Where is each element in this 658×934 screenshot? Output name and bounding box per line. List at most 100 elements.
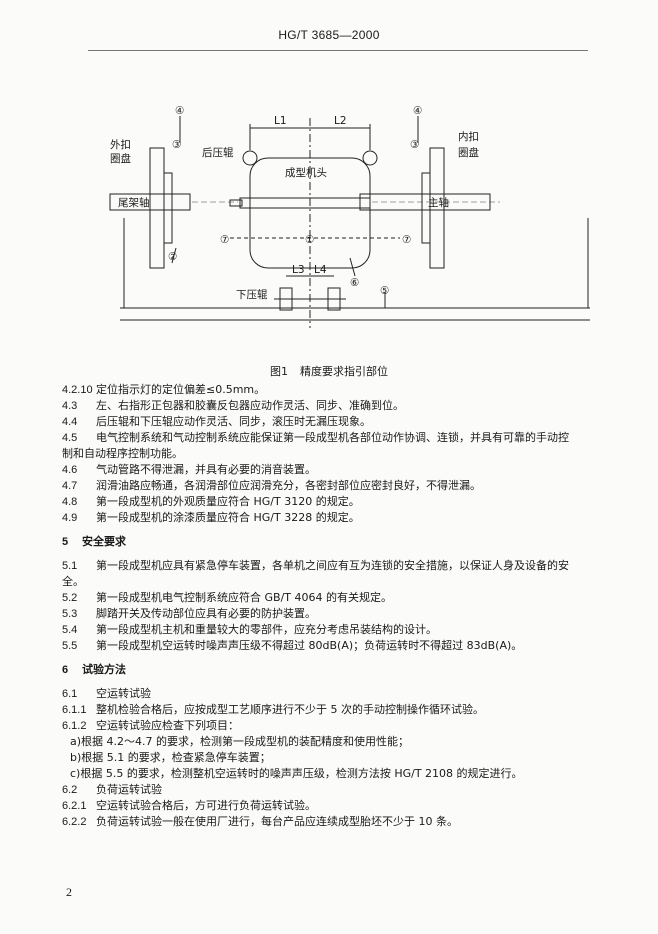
label-ref-3-left: ③ [172, 139, 181, 151]
clause-number: 4.7 [62, 480, 78, 492]
label-outer-disc-1: 外扣 [110, 138, 131, 151]
outer-disc-hub [163, 172, 173, 244]
clause-text: 气动管路不得泄漏，并具有必要的消音装置。 [96, 463, 316, 476]
clause-4-8: 4.8 第一段成型机的外观质量应符合 HG/T 3120 的规定。 [62, 494, 592, 510]
label-ref-7-right: ⑦ [402, 234, 411, 246]
clause-number: 4.9 [62, 512, 78, 524]
clause-number: 5.2 [62, 592, 78, 604]
clause-5-1-cont: 全。 [62, 575, 84, 588]
clause-4-6: 4.6 气动管路不得泄漏，并具有必要的消音装置。 [62, 462, 592, 478]
label-ref-4-right: ④ [413, 105, 422, 117]
label-forming-head: 成型机头 [285, 166, 327, 179]
label-inner-disc-1: 内扣 [458, 130, 479, 143]
clause-text: 整机检验合格后，应按成型工艺顺序进行不少于 5 次的手动控制操作循环试验。 [96, 703, 484, 716]
clause-text: 脚踏开关及传动部位应具有必要的防护装置。 [96, 607, 316, 620]
clause-4-5: 4.5 电气控制系统和气动控制系统应能保证第一段成型机各部位动作协调、连锁，并具有… [62, 430, 592, 446]
forming-spindle [239, 197, 371, 209]
clause-text: 负荷运转试验 [96, 783, 162, 796]
label-ref-4-left: ④ [175, 105, 184, 117]
clause-4-5-cont: 制和自动程序控制功能。 [62, 447, 183, 460]
label-L4: L4 [314, 264, 327, 276]
clause-5-4: 5.4 第一段成型机主机和重量较大的零部件，应充分考虑吊装结构的设计。 [62, 622, 592, 638]
clause-number: 4.5 [62, 432, 78, 444]
clause-6-2: 6.2 负荷运转试验 [62, 782, 592, 798]
spacer [62, 678, 592, 686]
clause-number: 6.1.1 [62, 704, 87, 716]
clause-number: 5.4 [62, 624, 78, 636]
label-rear-roller: 后压辊 [202, 146, 234, 159]
clause-text: 定位指示灯的定位偏差≤0.5mm。 [96, 383, 266, 396]
label-ref-2: ② [168, 251, 177, 263]
clause-text: 第一段成型机主机和重量较大的零部件，应充分考虑吊装结构的设计。 [96, 623, 437, 636]
clause-6-1-1: 6.1.1 整机检验合格后，应按成型工艺顺序进行不少于 5 次的手动控制操作循环试… [62, 702, 592, 718]
label-ref-1: ① [305, 234, 314, 246]
clause-text: 空运转试验应检查下列项目： [96, 719, 239, 732]
clause-text: 第一段成型机应具有紧急停车装置，各单机之间应有互为连锁的安全措施，以保证人身及设… [96, 559, 569, 572]
page-header: HG/T 3685—2000 [278, 28, 380, 42]
header-rule [88, 50, 588, 51]
clause-text: 第一段成型机的涂漆质量应符合 HG/T 3228 的规定。 [96, 511, 360, 524]
clause-5-1: 5.1 第一段成型机应具有紧急停车装置，各单机之间应有互为连锁的安全措施，以保证人… [62, 558, 592, 574]
list-item-b: b)根据 5.1 的要求，检查紧急停车装置； [70, 751, 271, 764]
clause-text: 润滑油路应畅通，各润滑部位应润滑充分，各密封部位应密封良好，不得泄漏。 [96, 479, 481, 492]
clause-number: 6.2 [62, 784, 78, 796]
clause-number: 6.2.2 [62, 816, 87, 828]
list-item-c: c)根据 5.5 的要求，检测整机空运转时的噪声声压级，检测方法按 HG/T 2… [70, 767, 523, 780]
spindle-tip [229, 199, 243, 207]
clause-6-1: 6.1 空运转试验 [62, 686, 592, 702]
leader-6 [349, 257, 356, 277]
label-main-shaft: 主轴 [428, 196, 449, 209]
label-L2: L2 [334, 115, 347, 127]
figure-caption-number: 图1 [270, 365, 288, 378]
label-L3: L3 [292, 264, 305, 276]
clause-number: 5.1 [62, 560, 78, 572]
clause-number: 4.6 [62, 464, 78, 476]
clause-number: 4.2.10 [62, 384, 93, 396]
clause-text: 负荷运转试验一般在使用厂进行，每台产品应连续成型胎坯不少于 10 条。 [96, 815, 458, 828]
section-title-text: 安全要求 [82, 535, 126, 548]
page-number: 2 [66, 885, 72, 899]
clause-text: 空运转试验合格后，方可进行负荷运转试验。 [96, 799, 316, 812]
figure-1-diagram: 外扣 圈盘 内扣 圈盘 后压辊 成型机头 尾架轴 主轴 下压辊 L1 L2 L3… [109, 105, 590, 328]
figure-caption: 图1 精度要求指引部位 [0, 363, 658, 379]
label-lower-roller: 下压辊 [236, 288, 268, 301]
clause-number: 6.1 [62, 688, 78, 700]
clause-text: 左、右指形正包器和胶囊反包器应动作灵活、同步、准确到位。 [96, 399, 404, 412]
clause-4-7: 4.7 润滑油路应畅通，各润滑部位应润滑充分，各密封部位应密封良好，不得泄漏。 [62, 478, 592, 494]
clause-4-4: 4.4 后压辊和下压辊应动作灵活、同步，滚压时无漏压现象。 [62, 414, 592, 430]
figure-caption-text: 精度要求指引部位 [300, 365, 388, 378]
label-ref-5: ⑤ [380, 285, 389, 297]
list-item-a: a)根据 4.2～4.7 的要求，检测第一段成型机的装配精度和使用性能； [70, 735, 410, 748]
rear-roller-right [362, 150, 378, 166]
clause-number: 6.1.2 [62, 720, 87, 732]
clause-number: 5.3 [62, 608, 78, 620]
inner-disc-hub [421, 172, 431, 244]
clause-5-3: 5.3 脚踏开关及传动部位应具有必要的防护装置。 [62, 606, 592, 622]
clause-number: 4.4 [62, 416, 78, 428]
clause-text: 空运转试验 [96, 687, 151, 700]
label-ref-3-right: ③ [410, 139, 419, 151]
clause-text: 后压辊和下压辊应动作灵活、同步，滚压时无漏压现象。 [96, 415, 371, 428]
clause-text: 电气控制系统和气动控制系统应能保证第一段成型机各部位动作协调、连锁，并具有可靠的… [96, 431, 569, 444]
main-shaft [359, 193, 491, 211]
spacer [62, 654, 592, 662]
spacer [62, 550, 592, 558]
clause-5-2: 5.2 第一段成型机电气控制系统应符合 GB/T 4064 的有关规定。 [62, 590, 592, 606]
label-ref-6: ⑥ [350, 277, 359, 289]
label-ref-7-left: ⑦ [220, 234, 229, 246]
clause-text: 第一段成型机的外观质量应符合 HG/T 3120 的规定。 [96, 495, 360, 508]
clause-text: 第一段成型机电气控制系统应符合 GB/T 4064 的有关规定。 [96, 591, 392, 604]
clause-number: 4.8 [62, 496, 78, 508]
clause-text: 第一段成型机空运转时噪声声压级不得超过 80dB(A)；负荷运转时不得超过 83… [96, 639, 523, 652]
rear-roller-left [242, 150, 258, 166]
tail-shaft [109, 193, 191, 211]
label-inner-disc-2: 圈盘 [458, 146, 479, 159]
label-L1: L1 [274, 115, 287, 127]
